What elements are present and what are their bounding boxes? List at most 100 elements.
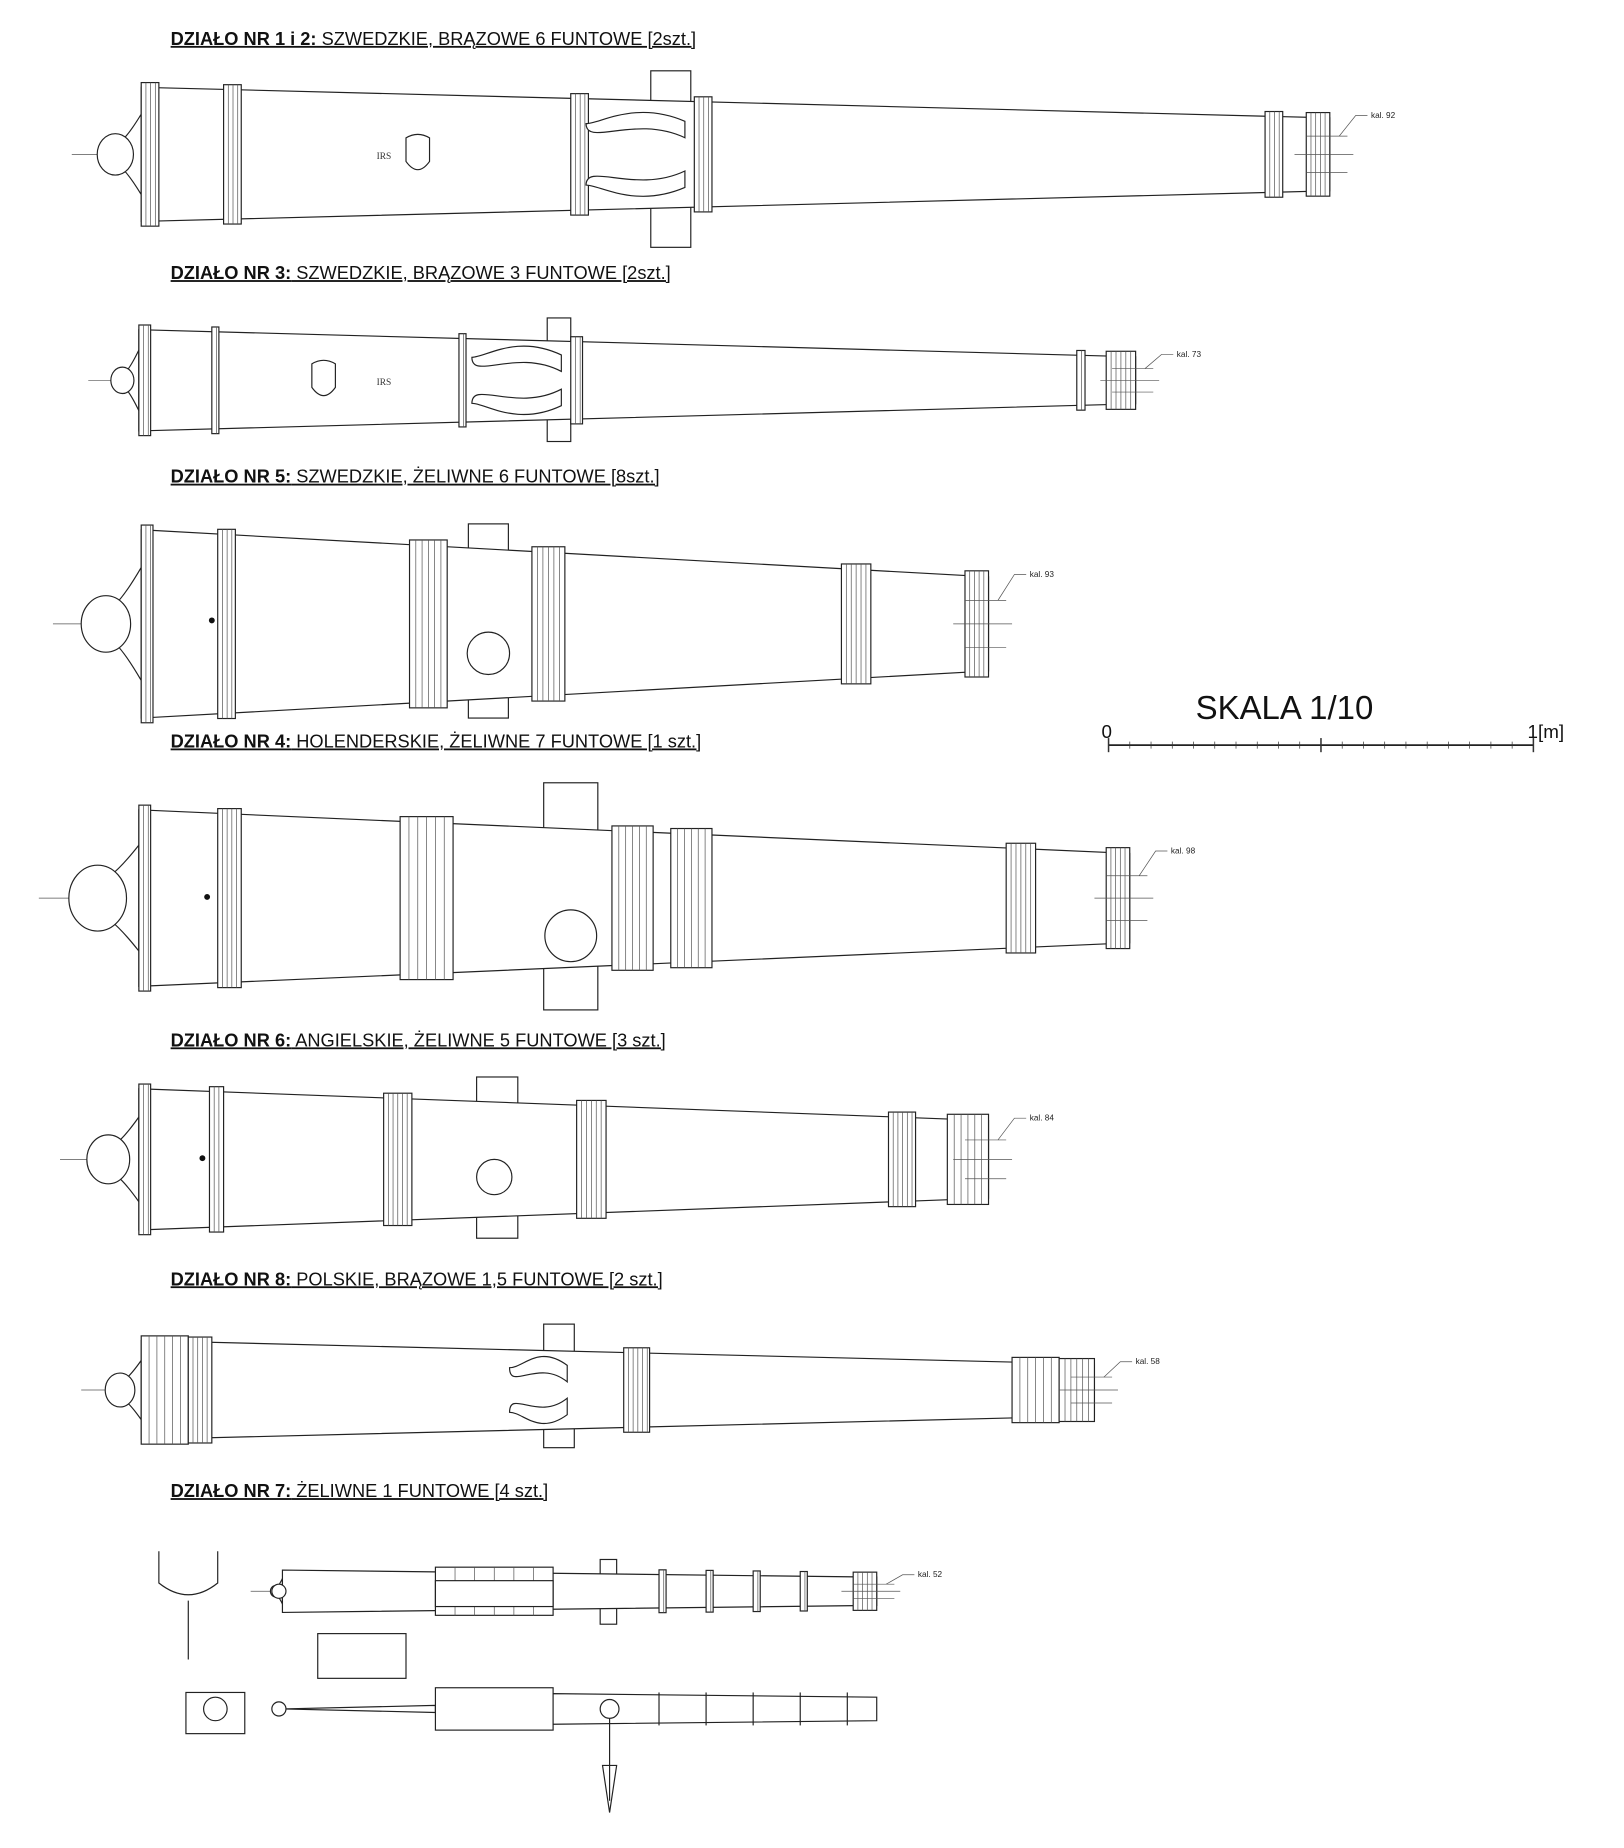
caliber-label: kal. 52 xyxy=(918,1570,943,1579)
caliber-label: kal. 92 xyxy=(1371,111,1396,120)
caliber-label: kal. 73 xyxy=(1177,350,1202,359)
caliber-leader xyxy=(997,1117,1027,1141)
caliber-label: kal. 98 xyxy=(1171,846,1196,855)
caliber-leader xyxy=(1138,850,1168,876)
scale-title: SKALA 1/10 xyxy=(1196,689,1374,726)
reinforce-ring xyxy=(458,333,467,428)
cannon-6: DZIAŁO NR 8: POLSKIE, BRĄZOWE 1,5 FUNTOW… xyxy=(81,1268,1161,1449)
reinforce-ring xyxy=(693,96,713,213)
dolphin-handle xyxy=(508,1355,568,1384)
reinforce-ring xyxy=(138,324,152,437)
cascabel-knob xyxy=(96,133,135,176)
swivel-fork xyxy=(158,1551,219,1660)
reinforce-ring xyxy=(705,1569,714,1613)
dolphin-handle xyxy=(471,345,562,373)
reinforce-ring xyxy=(570,336,584,425)
coat-of-arms xyxy=(405,133,431,171)
cannon-number: DZIAŁO NR 5: xyxy=(171,466,292,487)
cannon-description: POLSKIE, BRĄZOWE 1,5 FUNTOWE [2 szt.] xyxy=(291,1268,663,1289)
dolphin-handle xyxy=(585,170,686,197)
caliber-label: kal. 84 xyxy=(1030,1114,1055,1123)
cannon-title: DZIAŁO NR 8: POLSKIE, BRĄZOWE 1,5 FUNTOW… xyxy=(171,1268,663,1289)
breech-chamber xyxy=(434,1687,554,1731)
reinforce-ring xyxy=(1076,349,1086,411)
reinforce-ring xyxy=(217,528,236,720)
caliber-leader xyxy=(1144,354,1174,369)
cannon-7: DZIAŁO NR 7: ŻELIWNE 1 FUNTOWE [4 szt.] k… xyxy=(158,1480,943,1813)
monogram: IRS xyxy=(377,152,392,162)
caliber-label: kal. 93 xyxy=(1030,570,1055,579)
reinforce-ring xyxy=(140,81,160,227)
vent-hole xyxy=(199,1155,206,1162)
scale-start-label: 0 xyxy=(1101,721,1111,742)
breech-chamber xyxy=(434,1580,554,1608)
tiller xyxy=(282,1704,437,1714)
caliber-leader xyxy=(997,574,1027,601)
reinforce-ring xyxy=(658,1569,667,1614)
reinforce-ring xyxy=(187,1336,213,1444)
barrel xyxy=(138,329,1137,432)
cannon-title: DZIAŁO NR 5: SZWEDZKIE, ŻELIWNE 6 FUNTOW… xyxy=(171,466,660,487)
swivel-pin xyxy=(601,1708,618,1813)
cascabel-knob xyxy=(86,1134,131,1185)
barrel xyxy=(140,86,1331,223)
barrel xyxy=(138,1088,990,1231)
cannon-title: DZIAŁO NR 4: HOLENDERSKIE, ŻELIWNE 7 FUN… xyxy=(171,730,702,751)
cannon-5: DZIAŁO NR 6: ANGIELSKIE, ŻELIWNE 5 FUNTO… xyxy=(60,1029,1055,1239)
vent-hole xyxy=(204,893,211,900)
caliber-leader xyxy=(1103,1361,1133,1378)
reinforce-ring xyxy=(623,1347,651,1433)
tiller-knob xyxy=(271,1583,287,1599)
cannon-description: ANGIELSKIE, ŻELIWNE 5 FUNTOWE [3 szt.] xyxy=(291,1029,666,1050)
reinforce-ring xyxy=(223,84,242,225)
cannon-title: DZIAŁO NR 3: SZWEDZKIE, BRĄZOWE 3 FUNTOW… xyxy=(171,262,671,283)
cannon-number: DZIAŁO NR 3: xyxy=(171,262,292,283)
cannon-title: DZIAŁO NR 1 i 2: SZWEDZKIE, BRĄZOWE 6 FU… xyxy=(171,28,696,49)
reinforce-ring xyxy=(570,93,589,216)
scale-bar: SKALA 1/10 0 1[m] xyxy=(1101,689,1565,753)
cannon-description: ŻELIWNE 1 FUNTOWE [4 szt.] xyxy=(291,1480,548,1501)
cannon-4: DZIAŁO NR 4: HOLENDERSKIE, ŻELIWNE 7 FUN… xyxy=(38,730,1196,1011)
cannon-number: DZIAŁO NR 8: xyxy=(171,1268,292,1289)
barrel xyxy=(140,1339,1096,1441)
dolphin-handle xyxy=(508,1396,568,1425)
cannon-1: DZIAŁO NR 1 i 2: SZWEDZKIE, BRĄZOWE 6 FU… xyxy=(71,28,1396,248)
caliber-label: kal. 58 xyxy=(1136,1357,1161,1366)
cannon-number: DZIAŁO NR 7: xyxy=(171,1480,292,1501)
cannon-description: SZWEDZKIE, BRĄZOWE 3 FUNTOWE [2szt.] xyxy=(291,262,671,283)
reinforce-ring xyxy=(138,804,152,992)
cascabel-knob xyxy=(104,1372,136,1408)
reinforce-ring xyxy=(211,326,220,435)
trunnion-circle xyxy=(544,909,598,963)
cannon-number: DZIAŁO NR 6: xyxy=(171,1029,292,1050)
breech-block xyxy=(317,1633,407,1679)
cascabel-knob xyxy=(110,366,135,395)
reinforce-ring xyxy=(887,1111,917,1208)
reinforce-ring xyxy=(1264,110,1284,198)
dolphin-handle xyxy=(471,388,562,415)
cannon-description: HOLENDERSKIE, ŻELIWNE 7 FUNTOWE [1 szt.] xyxy=(291,730,701,751)
barrel xyxy=(281,1569,878,1614)
reinforce-ring xyxy=(208,1086,225,1233)
cannon-2: DZIAŁO NR 3: SZWEDZKIE, BRĄZOWE 3 FUNTOW… xyxy=(88,262,1202,443)
reinforce-ring xyxy=(217,808,242,989)
cascabel-knob xyxy=(68,864,128,932)
cannon-description: SZWEDZKIE, BRĄZOWE 6 FUNTOWE [2szt.] xyxy=(317,28,697,49)
cannon-number: DZIAŁO NR 1 i 2: xyxy=(171,28,317,49)
trunnion-circle xyxy=(466,631,511,676)
cannon-3: DZIAŁO NR 5: SZWEDZKIE, ŻELIWNE 6 FUNTOW… xyxy=(52,466,1055,724)
reinforce-ring xyxy=(140,524,154,724)
cannon-description: SZWEDZKIE, ŻELIWNE 6 FUNTOWE [8szt.] xyxy=(291,466,659,487)
reinforce-ring xyxy=(752,1570,761,1613)
swivel-yoke xyxy=(599,1698,620,1719)
reinforce-ring xyxy=(138,1083,152,1236)
cannon-title: DZIAŁO NR 6: ANGIELSKIE, ŻELIWNE 5 FUNTO… xyxy=(171,1029,666,1050)
caliber-leader xyxy=(885,1574,915,1585)
vent-hole xyxy=(208,617,215,624)
cascabel-knob xyxy=(80,595,132,653)
coat-of-arms xyxy=(311,359,336,397)
scale-end-label: 1[m] xyxy=(1528,721,1565,742)
dolphin-handle xyxy=(585,111,686,139)
